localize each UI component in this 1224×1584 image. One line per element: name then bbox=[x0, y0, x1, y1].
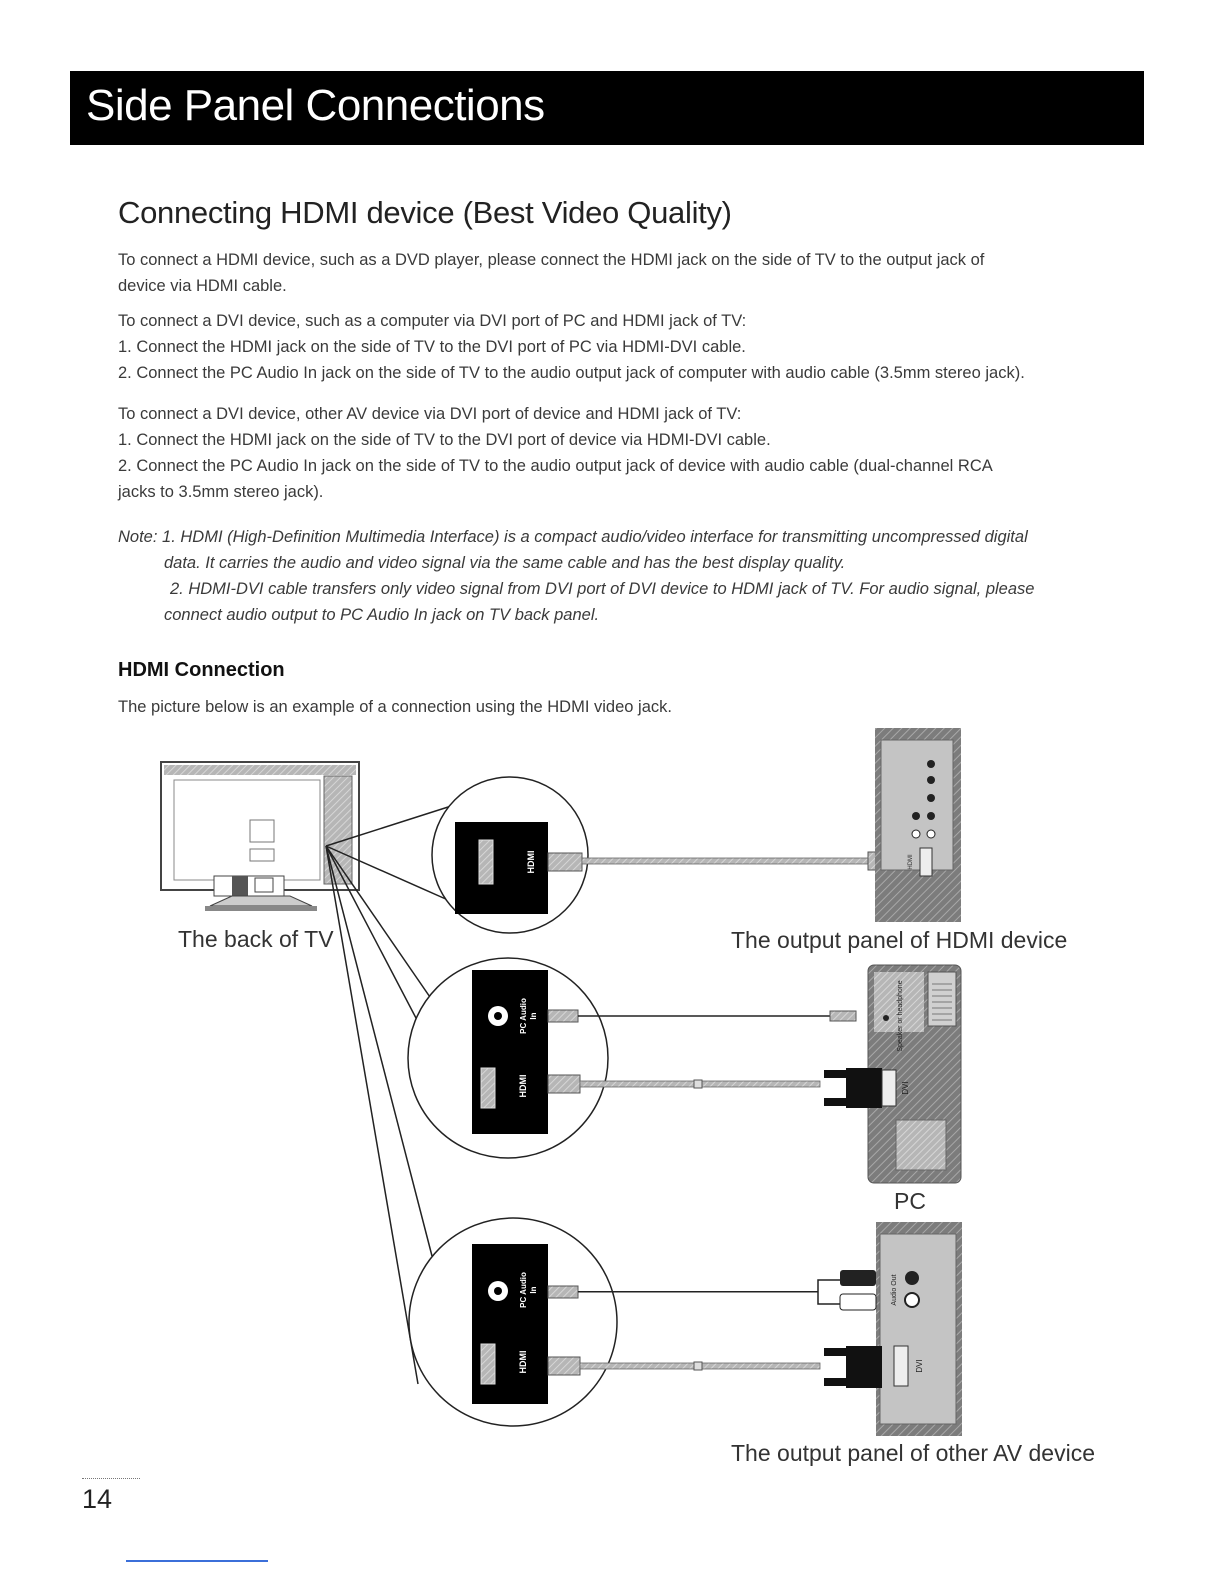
zoom-circle-av-device: PC Audio In HDMI bbox=[408, 1217, 618, 1427]
hdmi-port-label: HDMI bbox=[908, 854, 914, 870]
page-title: Side Panel Connections bbox=[86, 81, 545, 130]
audio-out-label: Audio Out bbox=[891, 1274, 898, 1305]
speaker-port-label: Speaker or headphone bbox=[897, 980, 904, 1051]
paragraph-dvi-av: To connect a DVI device, other AV device… bbox=[118, 401, 1128, 505]
paragraph-hdmi-device: To connect a HDMI device, such as a DVD … bbox=[118, 247, 1128, 299]
hdmi-port-label: HDMI bbox=[526, 851, 536, 874]
in-port-label: In bbox=[529, 1286, 538, 1293]
text-line: To connect a DVI device, such as a compu… bbox=[118, 312, 747, 330]
tv-back-illustration bbox=[160, 761, 360, 911]
text-line: 2. Connect the PC Audio In jack on the s… bbox=[118, 457, 993, 475]
text-line: To connect a DVI device, other AV device… bbox=[118, 405, 742, 423]
text-line: 1. Connect the HDMI jack on the side of … bbox=[118, 338, 746, 356]
page-number: 14 bbox=[82, 1484, 113, 1514]
section-heading: Connecting HDMI device (Best Video Quali… bbox=[118, 195, 732, 230]
hdmi-device-panel: HDMI bbox=[875, 728, 961, 922]
zoom-circle-pc-audio-hdmi: PC Audio In HDMI bbox=[407, 957, 609, 1159]
paragraph-dvi-pc: To connect a DVI device, such as a compu… bbox=[118, 308, 1128, 386]
caption-tv-back: The back of TV bbox=[178, 926, 334, 952]
text-line: jacks to 3.5mm stereo jack). bbox=[118, 483, 324, 501]
caption-hdmi-device: The output panel of HDMI device bbox=[731, 927, 1068, 953]
page-banner: Side Panel Connections bbox=[70, 71, 1144, 145]
zoom-circle-hdmi: HDMI bbox=[431, 776, 589, 934]
note-line: connect audio output to PC Audio In jack… bbox=[164, 606, 600, 624]
note-line: data. It carries the audio and video sig… bbox=[164, 554, 846, 572]
dvi-port-label: DVI bbox=[915, 1359, 924, 1372]
text-line: 1. Connect the HDMI jack on the side of … bbox=[118, 431, 771, 449]
text-line: To connect a HDMI device, such as a DVD … bbox=[118, 251, 985, 269]
caption-pc: PC bbox=[894, 1188, 926, 1214]
note-line: Note: 1. HDMI (High-Definition Multimedi… bbox=[118, 528, 1028, 546]
page-number-rule bbox=[82, 1478, 140, 1479]
caption-av-device: The output panel of other AV device bbox=[731, 1440, 1095, 1466]
text-line: device via HDMI cable. bbox=[118, 277, 287, 295]
dvi-port-label: DVI bbox=[901, 1081, 910, 1094]
pc-audio-port-label: PC Audio bbox=[519, 1272, 528, 1308]
bottom-accent-line bbox=[126, 1560, 268, 1562]
pc-panel: Speaker or headphone DVI bbox=[824, 964, 962, 1184]
subsection-heading: HDMI Connection bbox=[118, 659, 285, 681]
note-line: 2. HDMI-DVI cable transfers only video s… bbox=[170, 580, 1035, 598]
pc-audio-port-label: PC Audio bbox=[519, 998, 528, 1034]
hdmi-port-label: HDMI bbox=[518, 1351, 528, 1374]
text-line: 2. Connect the PC Audio In jack on the s… bbox=[118, 364, 1025, 382]
hdmi-port-label: HDMI bbox=[518, 1075, 528, 1098]
in-port-label: In bbox=[529, 1012, 538, 1019]
subsection-description: The picture below is an example of a con… bbox=[118, 698, 672, 716]
av-device-panel: Audio Out DVI bbox=[824, 1222, 962, 1436]
callout-lines bbox=[325, 799, 471, 1385]
